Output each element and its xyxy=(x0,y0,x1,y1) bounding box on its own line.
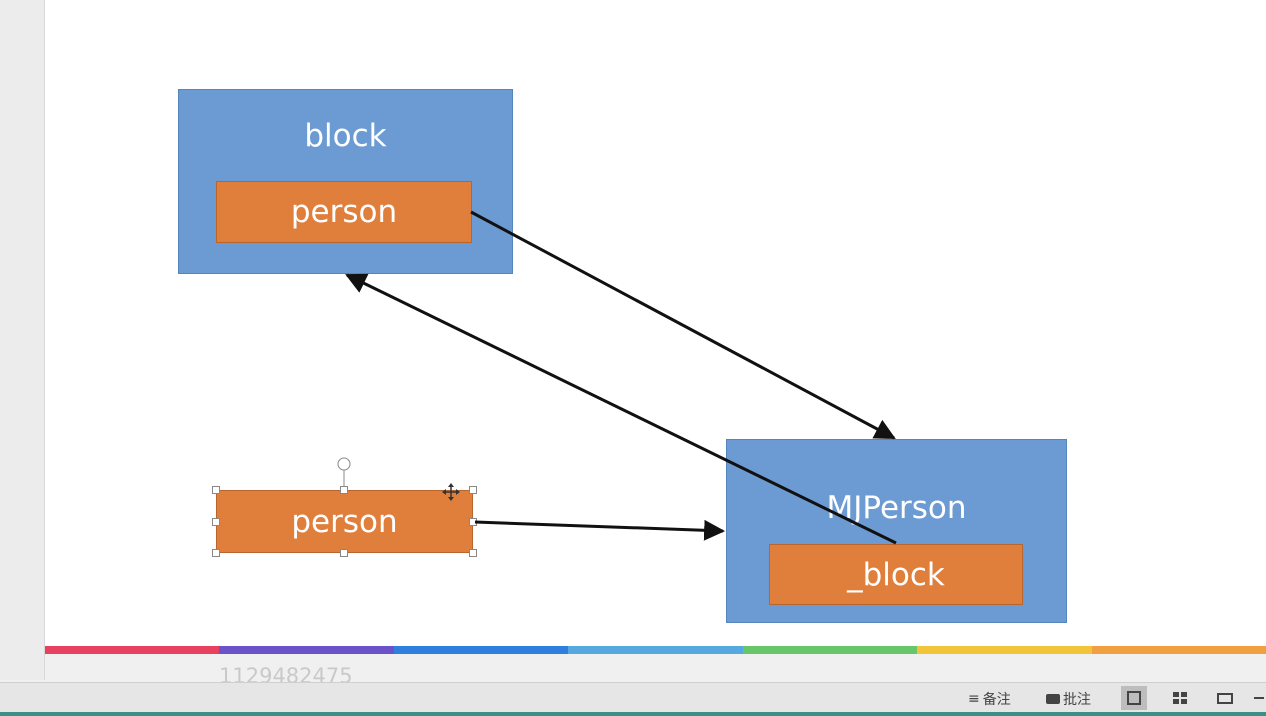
comments-label: 批注 xyxy=(1063,692,1091,708)
resize-handle-ml[interactable] xyxy=(212,518,220,526)
slide-color-stripe xyxy=(45,646,1266,654)
resize-handle-tl[interactable] xyxy=(212,486,220,494)
block-box[interactable]: block person xyxy=(178,89,513,274)
slide-sorter-button[interactable] xyxy=(1167,686,1193,710)
resize-handle-bm[interactable] xyxy=(340,549,348,557)
resize-handle-bl[interactable] xyxy=(212,549,220,557)
resize-handle-mr[interactable] xyxy=(469,518,477,526)
mjperson-box[interactable]: MJPerson _block xyxy=(726,439,1067,623)
presenter-view-button[interactable] xyxy=(1212,686,1238,710)
mjperson-title: MJPerson xyxy=(826,490,967,526)
resize-handle-tr[interactable] xyxy=(469,486,477,494)
block-title: block xyxy=(304,118,387,154)
normal-view-button[interactable] xyxy=(1121,686,1147,710)
resize-handle-tm[interactable] xyxy=(340,486,348,494)
notes-icon: ≡ xyxy=(968,691,980,707)
stripe-segment xyxy=(45,646,220,654)
comments-button[interactable]: 批注 xyxy=(1046,689,1091,709)
mjperson-block-field[interactable]: _block xyxy=(769,544,1023,605)
notes-button[interactable]: ≡ 备注 xyxy=(968,689,1011,709)
block-person-field[interactable]: person xyxy=(216,181,472,243)
stripe-segment xyxy=(393,646,569,654)
grid-icon xyxy=(1173,692,1187,704)
person-variable-box[interactable]: person xyxy=(216,490,473,553)
resize-handle-br[interactable] xyxy=(469,549,477,557)
comments-icon xyxy=(1046,694,1060,704)
normal-view-icon xyxy=(1127,691,1141,705)
zoom-minus-icon[interactable] xyxy=(1254,697,1264,699)
presenter-icon xyxy=(1217,692,1233,704)
status-bar: ≡ 备注 批注 xyxy=(0,682,1266,713)
stripe-segment xyxy=(568,646,743,654)
stripe-segment xyxy=(917,646,1092,654)
stripe-segment xyxy=(219,646,394,654)
window-bottom-edge xyxy=(0,712,1266,716)
stripe-segment xyxy=(742,646,918,654)
notes-label: 备注 xyxy=(982,692,1011,708)
stripe-segment xyxy=(1091,646,1266,654)
slide-thumbnail-panel xyxy=(0,0,45,680)
